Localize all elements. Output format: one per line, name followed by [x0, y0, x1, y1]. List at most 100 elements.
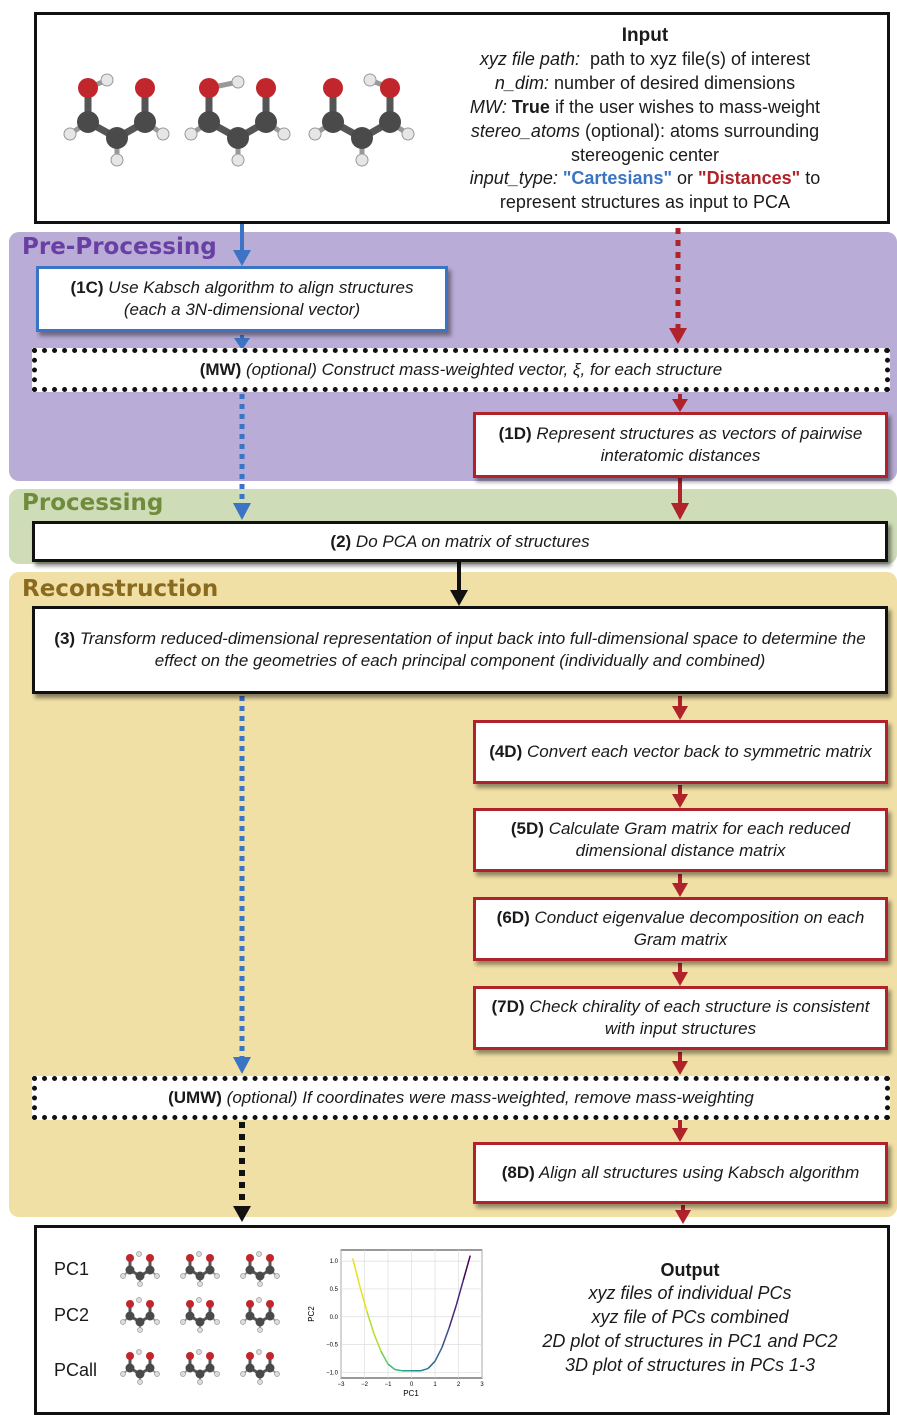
input-line-4: stereo_atoms (optional): atoms surroundi…: [440, 119, 850, 143]
series-segment-10: [427, 1360, 436, 1370]
plot-xlabel: PC1: [403, 1389, 419, 1398]
reconstruction-title: Reconstruction: [22, 576, 219, 602]
stereo-atoms-label: stereo_atoms: [470, 121, 580, 141]
step-2-box: (2) Do PCA on matrix of structures: [32, 521, 888, 562]
mini-molecule-r1-c1: [120, 1251, 160, 1287]
arrowhead-6d: [672, 883, 688, 897]
ytick-label-1: 0.5: [330, 1287, 339, 1293]
series-segment-4: [380, 1350, 389, 1365]
output-title: Output: [660, 1260, 720, 1280]
molecule-2: [184, 75, 291, 167]
pc2-label: PC2: [54, 1305, 90, 1325]
step-mw-box: (MW) (optional) Construct mass-weighted …: [32, 348, 890, 392]
arrowhead-pca-red: [671, 503, 689, 520]
arrowhead-pca-blue: [233, 503, 251, 520]
arrowhead-8d: [672, 1128, 688, 1142]
arrowhead-5d: [672, 794, 688, 808]
output-item-4: 3D plot of structures in PCs 1-3: [564, 1355, 816, 1375]
series-segment-13: [448, 1305, 457, 1329]
input-line-5: stereogenic center: [570, 145, 720, 165]
input-type-label: input_type:: [469, 168, 558, 188]
series-segment-6: [394, 1368, 403, 1372]
series-segment-0: [352, 1258, 361, 1287]
step-6d-text: Conduct eigenvalue decomposition on each…: [534, 908, 865, 949]
plot-grid: [340, 1250, 483, 1378]
step-1d-tag: (1D): [498, 424, 532, 443]
output-item-1: xyz files of individual PCs: [588, 1283, 792, 1303]
series-segment-3: [373, 1333, 382, 1352]
step-5d-tag: (5D): [510, 819, 544, 838]
xtick-label-4: 1: [433, 1382, 437, 1388]
plot-series: [352, 1255, 471, 1372]
ytick-label-3: −0.5: [326, 1343, 339, 1349]
cartesians-option: "Cartesians": [562, 168, 672, 188]
step-6d-box: (6D) Conduct eigenvalue decomposition on…: [473, 897, 888, 961]
step-3-text: Transform reduced-dimensional representa…: [79, 629, 866, 670]
input-line-6: input_type: "Cartesians" or "Distances" …: [440, 166, 850, 190]
n-dim-text: number of desired dimensions: [553, 73, 796, 93]
molecule-3: [308, 73, 415, 167]
series-segment-9: [420, 1367, 429, 1372]
step-7d-box: (7D) Check chirality of each structure i…: [473, 986, 888, 1050]
step-3-tag: (3): [54, 629, 76, 648]
step-2-text: Do PCA on matrix of structures: [355, 531, 590, 551]
step-5d-box: (5D) Calculate Gram matrix for each redu…: [473, 808, 888, 872]
xtick-label-2: −1: [385, 1382, 393, 1388]
arrowhead-mw-blue: [234, 338, 250, 350]
arrowhead-mw-red: [669, 328, 687, 344]
pcall-label: PCall: [54, 1360, 98, 1380]
mini-molecule-r3-c3: [240, 1349, 280, 1385]
stereo-atoms-text: (optional): atoms surrounding: [584, 121, 820, 141]
step-umw-text: (optional) If coordinates were mass-weig…: [226, 1088, 754, 1107]
step-6d-tag: (6D): [496, 908, 530, 927]
mw-label: MW:: [469, 97, 507, 117]
input-line-3: MW: True if the user wishes to mass-weig…: [440, 95, 850, 119]
step-8d-box: (8D) Align all structures using Kabsch a…: [473, 1142, 888, 1204]
pc1-label: PC1: [54, 1259, 90, 1279]
series-segment-2: [366, 1310, 375, 1334]
mini-molecule-r3-c2: [180, 1349, 220, 1385]
xtick-label-6: 3: [480, 1382, 484, 1388]
step-8d-text: Align all structures using Kabsch algori…: [538, 1163, 860, 1182]
arrowhead-4d: [672, 706, 688, 720]
mw-true: True: [511, 97, 550, 117]
arrowhead-1c: [233, 250, 251, 266]
step-4d-box: (4D) Convert each vector back to symmetr…: [473, 720, 888, 784]
distances-option: "Distances": [698, 168, 801, 188]
step-4d-tag: (4D): [489, 742, 523, 761]
ytick-label-0: 1.0: [330, 1259, 339, 1265]
step-1d-text: Represent structures as vectors of pairw…: [536, 424, 863, 465]
mw-text: if the user wishes to mass-weight: [554, 97, 821, 117]
step-2-tag: (2): [330, 531, 352, 551]
step-1c-box: (1C) Use Kabsch algorithm to align struc…: [36, 266, 448, 332]
series-segment-15: [462, 1255, 471, 1281]
series-segment-12: [441, 1327, 450, 1348]
output-item-3: 2D plot of structures in PC1 and PC2: [542, 1331, 838, 1351]
xtick-label-1: −2: [361, 1382, 369, 1388]
input-box: [34, 12, 890, 224]
step-1c-tag: (1C): [70, 278, 104, 297]
series-segment-5: [387, 1363, 396, 1371]
input-line-2: n_dim: number of desired dimensions: [440, 71, 850, 95]
xyz-file-path-label: xyz file path:: [479, 49, 580, 69]
mini-molecule-r1-c2: [180, 1251, 220, 1287]
xyz-file-path-text: path to xyz file(s) of interest: [589, 49, 811, 69]
step-1c-text: Use Kabsch algorithm to align structures…: [108, 278, 414, 319]
step-5d-text: Calculate Gram matrix for each reduced d…: [548, 819, 851, 860]
or-text: or: [677, 168, 694, 188]
processing-title: Processing: [22, 490, 164, 516]
series-segment-1: [359, 1285, 368, 1312]
arrowhead-7d: [672, 972, 688, 986]
output-item-2: xyz file of PCs combined: [591, 1307, 789, 1327]
mini-molecule-r2-c1: [120, 1297, 160, 1333]
n-dim-label: n_dim:: [494, 73, 549, 93]
step-3-box: (3) Transform reduced-dimensional repres…: [32, 606, 888, 694]
arrowhead-1d: [672, 399, 688, 412]
molecule-1: [63, 73, 170, 167]
preprocessing-title: Pre-Processing: [22, 234, 217, 260]
step-umw-tag: (UMW): [168, 1088, 222, 1107]
